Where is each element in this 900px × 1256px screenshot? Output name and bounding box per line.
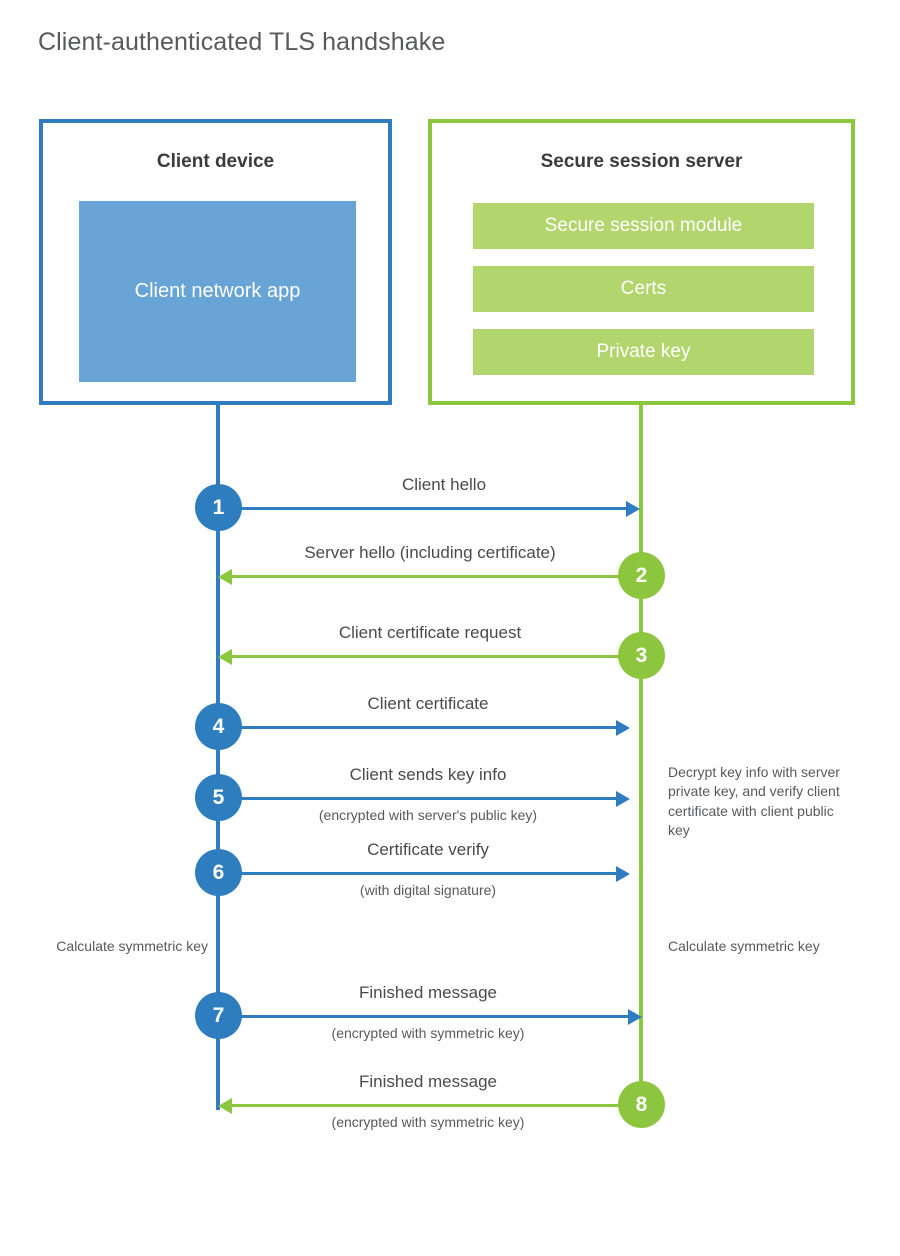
step-label-2: Server hello (including certificate) (304, 543, 556, 562)
step-label-7: Finished message (359, 983, 497, 1002)
arrow-head-2 (218, 569, 232, 585)
page-title: Client-authenticated TLS handshake (38, 28, 446, 56)
client-lifeline (216, 405, 220, 1110)
arrow-head-7 (628, 1009, 642, 1025)
step-badge-2[interactable]: 2 (618, 552, 665, 599)
step-badge-7[interactable]: 7 (195, 992, 242, 1039)
step-badge-8[interactable]: 8 (618, 1081, 665, 1128)
step-label-8: Finished message (359, 1072, 497, 1091)
client-network-app-block: Client network app (79, 201, 356, 382)
step-label-5: Client sends key info (349, 765, 507, 784)
step-label-1: Client hello (401, 475, 487, 494)
step-sublabel-7: (encrypted with symmetric key) (331, 1025, 525, 1041)
secure-session-server-title: Secure session server (540, 151, 743, 172)
step-label-4: Client certificate (367, 694, 489, 713)
arrow-head-1 (626, 501, 640, 517)
step-sublabel-8: (encrypted with symmetric key) (331, 1114, 525, 1130)
private-key-block: Private key (473, 329, 814, 375)
secure-session-module-block: Secure session module (473, 203, 814, 249)
arrow-head-5 (616, 791, 630, 807)
secure-session-server-box: Secure session server Secure session mod… (428, 119, 855, 405)
arrow-line-7 (218, 1015, 628, 1018)
arrow-head-4 (616, 720, 630, 736)
step-badge-6[interactable]: 6 (195, 849, 242, 896)
step-label-6: Certificate verify (367, 840, 489, 859)
step-label-3: Client certificate request (338, 623, 522, 642)
client-calculate-symmetric-key-note: Calculate symmetric key (56, 938, 208, 954)
step-badge-1[interactable]: 1 (195, 484, 242, 531)
step-badge-4[interactable]: 4 (195, 703, 242, 750)
arrow-line-4 (218, 726, 616, 729)
server-lifeline (639, 405, 643, 1105)
arrow-head-6 (616, 866, 630, 882)
arrow-line-2 (232, 575, 628, 578)
certs-block: Certs (473, 266, 814, 312)
server-calculate-symmetric-key-note: Calculate symmetric key (668, 938, 820, 954)
client-device-title: Client device (156, 151, 275, 172)
arrow-line-8 (232, 1104, 628, 1107)
step-badge-5[interactable]: 5 (195, 774, 242, 821)
step-sublabel-5: (encrypted with server's public key) (318, 807, 538, 823)
arrow-line-5 (218, 797, 616, 800)
arrow-line-1 (218, 507, 626, 510)
arrow-line-6 (218, 872, 616, 875)
server-decrypt-note: Decrypt key info with server private key… (668, 764, 840, 838)
step-sublabel-6: (with digital signature) (359, 882, 497, 898)
step-badge-3[interactable]: 3 (618, 632, 665, 679)
client-device-box: Client device Client network app (39, 119, 392, 405)
arrow-head-3 (218, 649, 232, 665)
arrow-line-3 (232, 655, 628, 658)
arrow-head-8 (218, 1098, 232, 1114)
